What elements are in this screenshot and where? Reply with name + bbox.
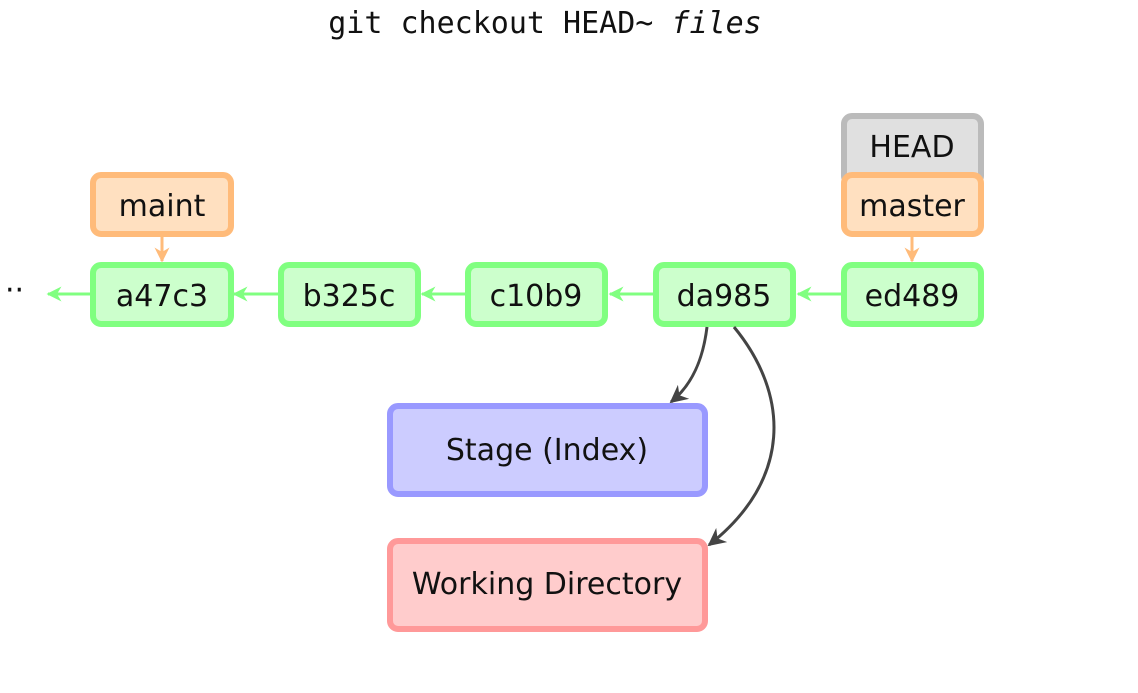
stage-label: Stage (Index) bbox=[446, 433, 648, 468]
stage-box bbox=[387, 403, 708, 497]
commit-label: da985 bbox=[677, 279, 772, 314]
commit-label: ed489 bbox=[865, 279, 960, 314]
branch-label: master bbox=[859, 189, 965, 224]
branch-box bbox=[90, 172, 234, 237]
history-ellipsis: ·· bbox=[5, 273, 24, 308]
commit-label: a47c3 bbox=[116, 279, 208, 314]
commit-box bbox=[465, 262, 608, 327]
commit-node-a47c3: a47c3 bbox=[90, 262, 234, 327]
title-argument: files bbox=[671, 6, 762, 41]
branch-box bbox=[841, 172, 984, 237]
commit-box bbox=[90, 262, 234, 327]
head-label: HEAD bbox=[841, 113, 984, 187]
commit-box bbox=[841, 262, 984, 327]
branch-label-master: master bbox=[841, 172, 984, 237]
head-text: HEAD bbox=[869, 130, 954, 165]
arrow-da985-to-working-directory bbox=[707, 326, 776, 547]
arrow-da985-to-stage bbox=[669, 326, 709, 404]
commit-node-da985: da985 bbox=[653, 262, 796, 327]
commit-node-ed489: ed489 bbox=[841, 262, 984, 327]
diagram-title: git checkout HEAD~ files bbox=[0, 0, 1090, 50]
commit-node-b325c: b325c bbox=[278, 262, 421, 327]
commit-node-c10b9: c10b9 bbox=[465, 262, 608, 327]
working-directory-label: Working Directory bbox=[412, 567, 682, 602]
branch-label-maint: maint bbox=[90, 172, 234, 237]
working-directory-box bbox=[387, 538, 708, 632]
commit-label: b325c bbox=[303, 279, 396, 314]
commit-box bbox=[278, 262, 421, 327]
branch-label: maint bbox=[119, 189, 206, 224]
commit-label: c10b9 bbox=[490, 279, 583, 314]
commit-box bbox=[653, 262, 796, 327]
title-command: git checkout HEAD~ bbox=[328, 6, 654, 41]
stage-index-area: Stage (Index) bbox=[387, 403, 708, 497]
working-directory-area: Working Directory bbox=[387, 538, 708, 632]
